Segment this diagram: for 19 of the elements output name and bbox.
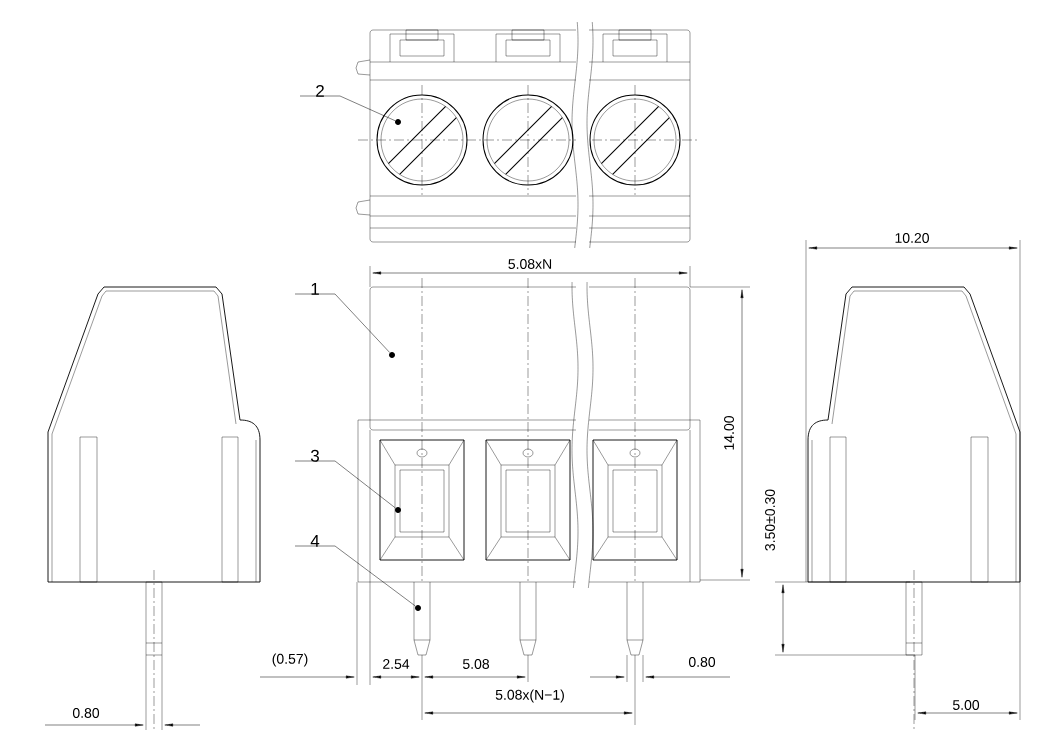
dimension-label: 5.08x(N−1): [495, 689, 564, 703]
dimension-label: 2.54: [383, 659, 410, 669]
dimension-label: 0.80: [72, 708, 100, 718]
callout-number: 3: [310, 449, 319, 462]
leader-line: [294, 293, 391, 353]
dimension-label: 0.80: [688, 657, 716, 667]
leader-line: [294, 460, 396, 509]
dimension-label: 14.00: [724, 416, 734, 450]
dimension-label: (0.57): [272, 653, 308, 667]
dimension-label: 3.50±0.30: [765, 489, 775, 551]
dimension-label: 10.20: [895, 233, 929, 243]
dimension-label: 5.00: [952, 700, 980, 710]
callout-number: 2: [316, 84, 324, 97]
dimension-label: 5.08: [462, 659, 490, 669]
dimension-label: 5.08xN: [508, 259, 552, 269]
leader-line: [299, 95, 396, 121]
callout-number: 4: [310, 535, 320, 547]
leader-line: [294, 545, 416, 607]
callout-number: 1: [311, 283, 319, 295]
